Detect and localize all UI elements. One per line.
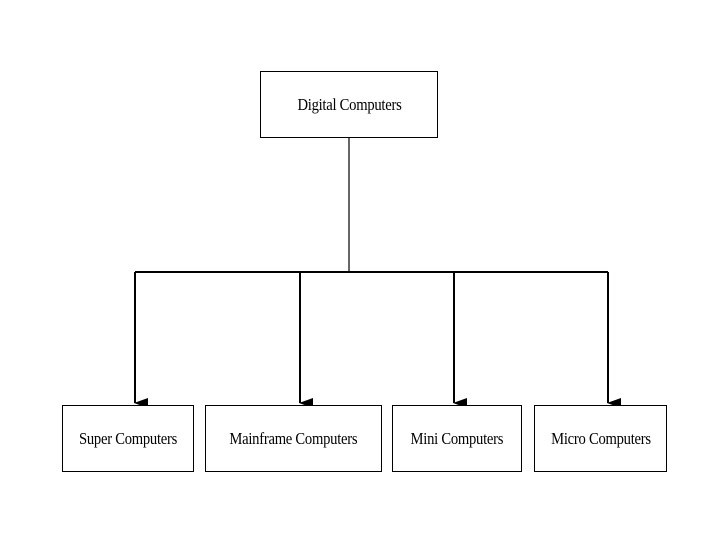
child-node-label: Super Computers bbox=[78, 428, 178, 448]
child-node-label: Mainframe Computers bbox=[229, 428, 358, 448]
child-node-mini-computers: Mini Computers bbox=[392, 405, 522, 472]
root-node-label: Digital Computers bbox=[296, 94, 402, 114]
child-node-micro-computers: Micro Computers bbox=[534, 405, 667, 472]
child-node-mainframe-computers: Mainframe Computers bbox=[205, 405, 382, 472]
root-node-digital-computers: Digital Computers bbox=[260, 71, 438, 138]
child-node-label: Micro Computers bbox=[550, 428, 651, 448]
child-node-super-computers: Super Computers bbox=[62, 405, 194, 472]
child-node-label: Mini Computers bbox=[410, 428, 504, 448]
